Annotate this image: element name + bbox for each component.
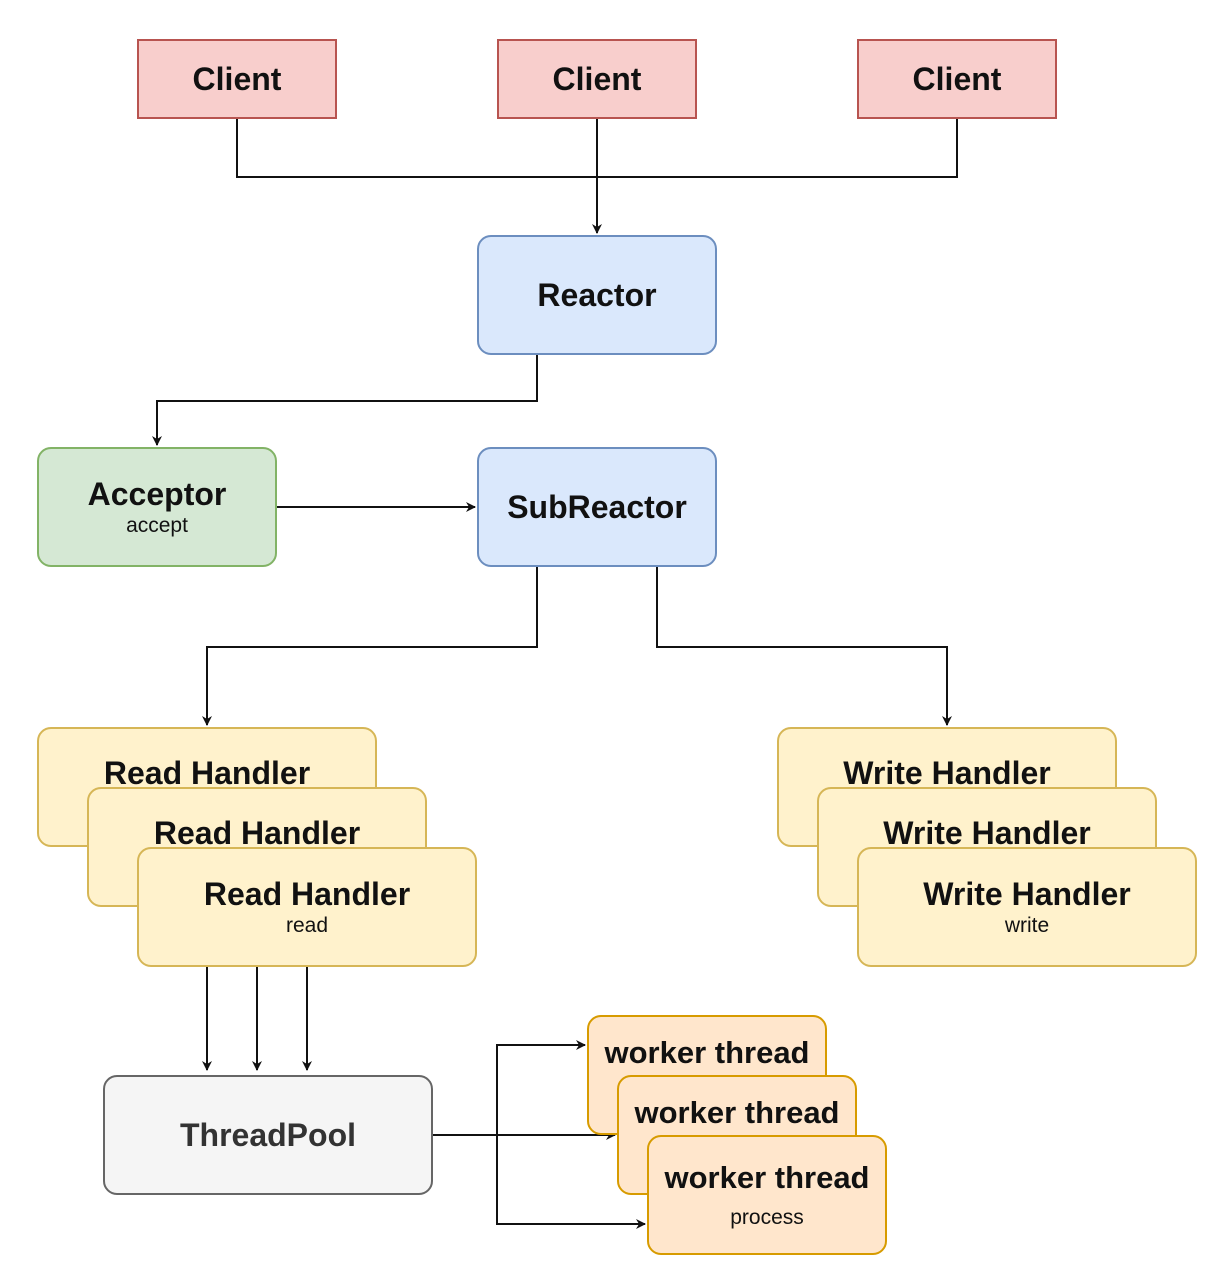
read-handler-box: Read Handler read — [137, 847, 477, 967]
read-handler-label: Read Handler — [203, 876, 411, 912]
edge-subreactor-to-read-handler — [202, 567, 538, 726]
write-handler-label: Write Handler — [843, 755, 1051, 791]
reactor-label: Reactor — [537, 277, 657, 313]
threadpool-label: ThreadPool — [179, 1117, 356, 1153]
edge-reactor-to-acceptor — [152, 355, 538, 446]
worker-thread-label: worker thread — [604, 1035, 810, 1070]
client-box: Client — [497, 39, 697, 119]
acceptor-box: Acceptor accept — [37, 447, 277, 567]
read-handler-label: Read Handler — [103, 755, 311, 791]
write-handler-label: Write Handler — [923, 876, 1131, 912]
worker-thread-label: worker thread — [664, 1160, 870, 1195]
edge-threadpool-to-worker-3 — [496, 1135, 646, 1229]
write-handler-box: Write Handler write — [857, 847, 1197, 967]
edge-threadpool-to-worker-1 — [496, 1040, 586, 1135]
reactor-box: Reactor — [477, 235, 717, 355]
edge-subreactor-to-write-handler — [656, 567, 952, 726]
write-handler-label: Write Handler — [883, 815, 1091, 851]
read-handler-sublabel: read — [285, 914, 329, 937]
worker-thread-label: worker thread — [634, 1095, 840, 1130]
client-label: Client — [552, 61, 642, 97]
client-label: Client — [192, 61, 282, 97]
acceptor-label: Acceptor — [87, 476, 227, 512]
read-handler-label: Read Handler — [153, 815, 361, 851]
client-box: Client — [137, 39, 337, 119]
subreactor-label: SubReactor — [507, 489, 687, 525]
client-label: Client — [912, 61, 1002, 97]
acceptor-sublabel: accept — [126, 514, 188, 537]
worker-thread-sublabel: process — [730, 1206, 804, 1229]
threadpool-box: ThreadPool — [103, 1075, 433, 1195]
subreactor-box: SubReactor — [477, 447, 717, 567]
write-handler-sublabel: write — [1004, 914, 1050, 937]
worker-thread-box: worker thread process — [647, 1135, 887, 1255]
client-box: Client — [857, 39, 1057, 119]
